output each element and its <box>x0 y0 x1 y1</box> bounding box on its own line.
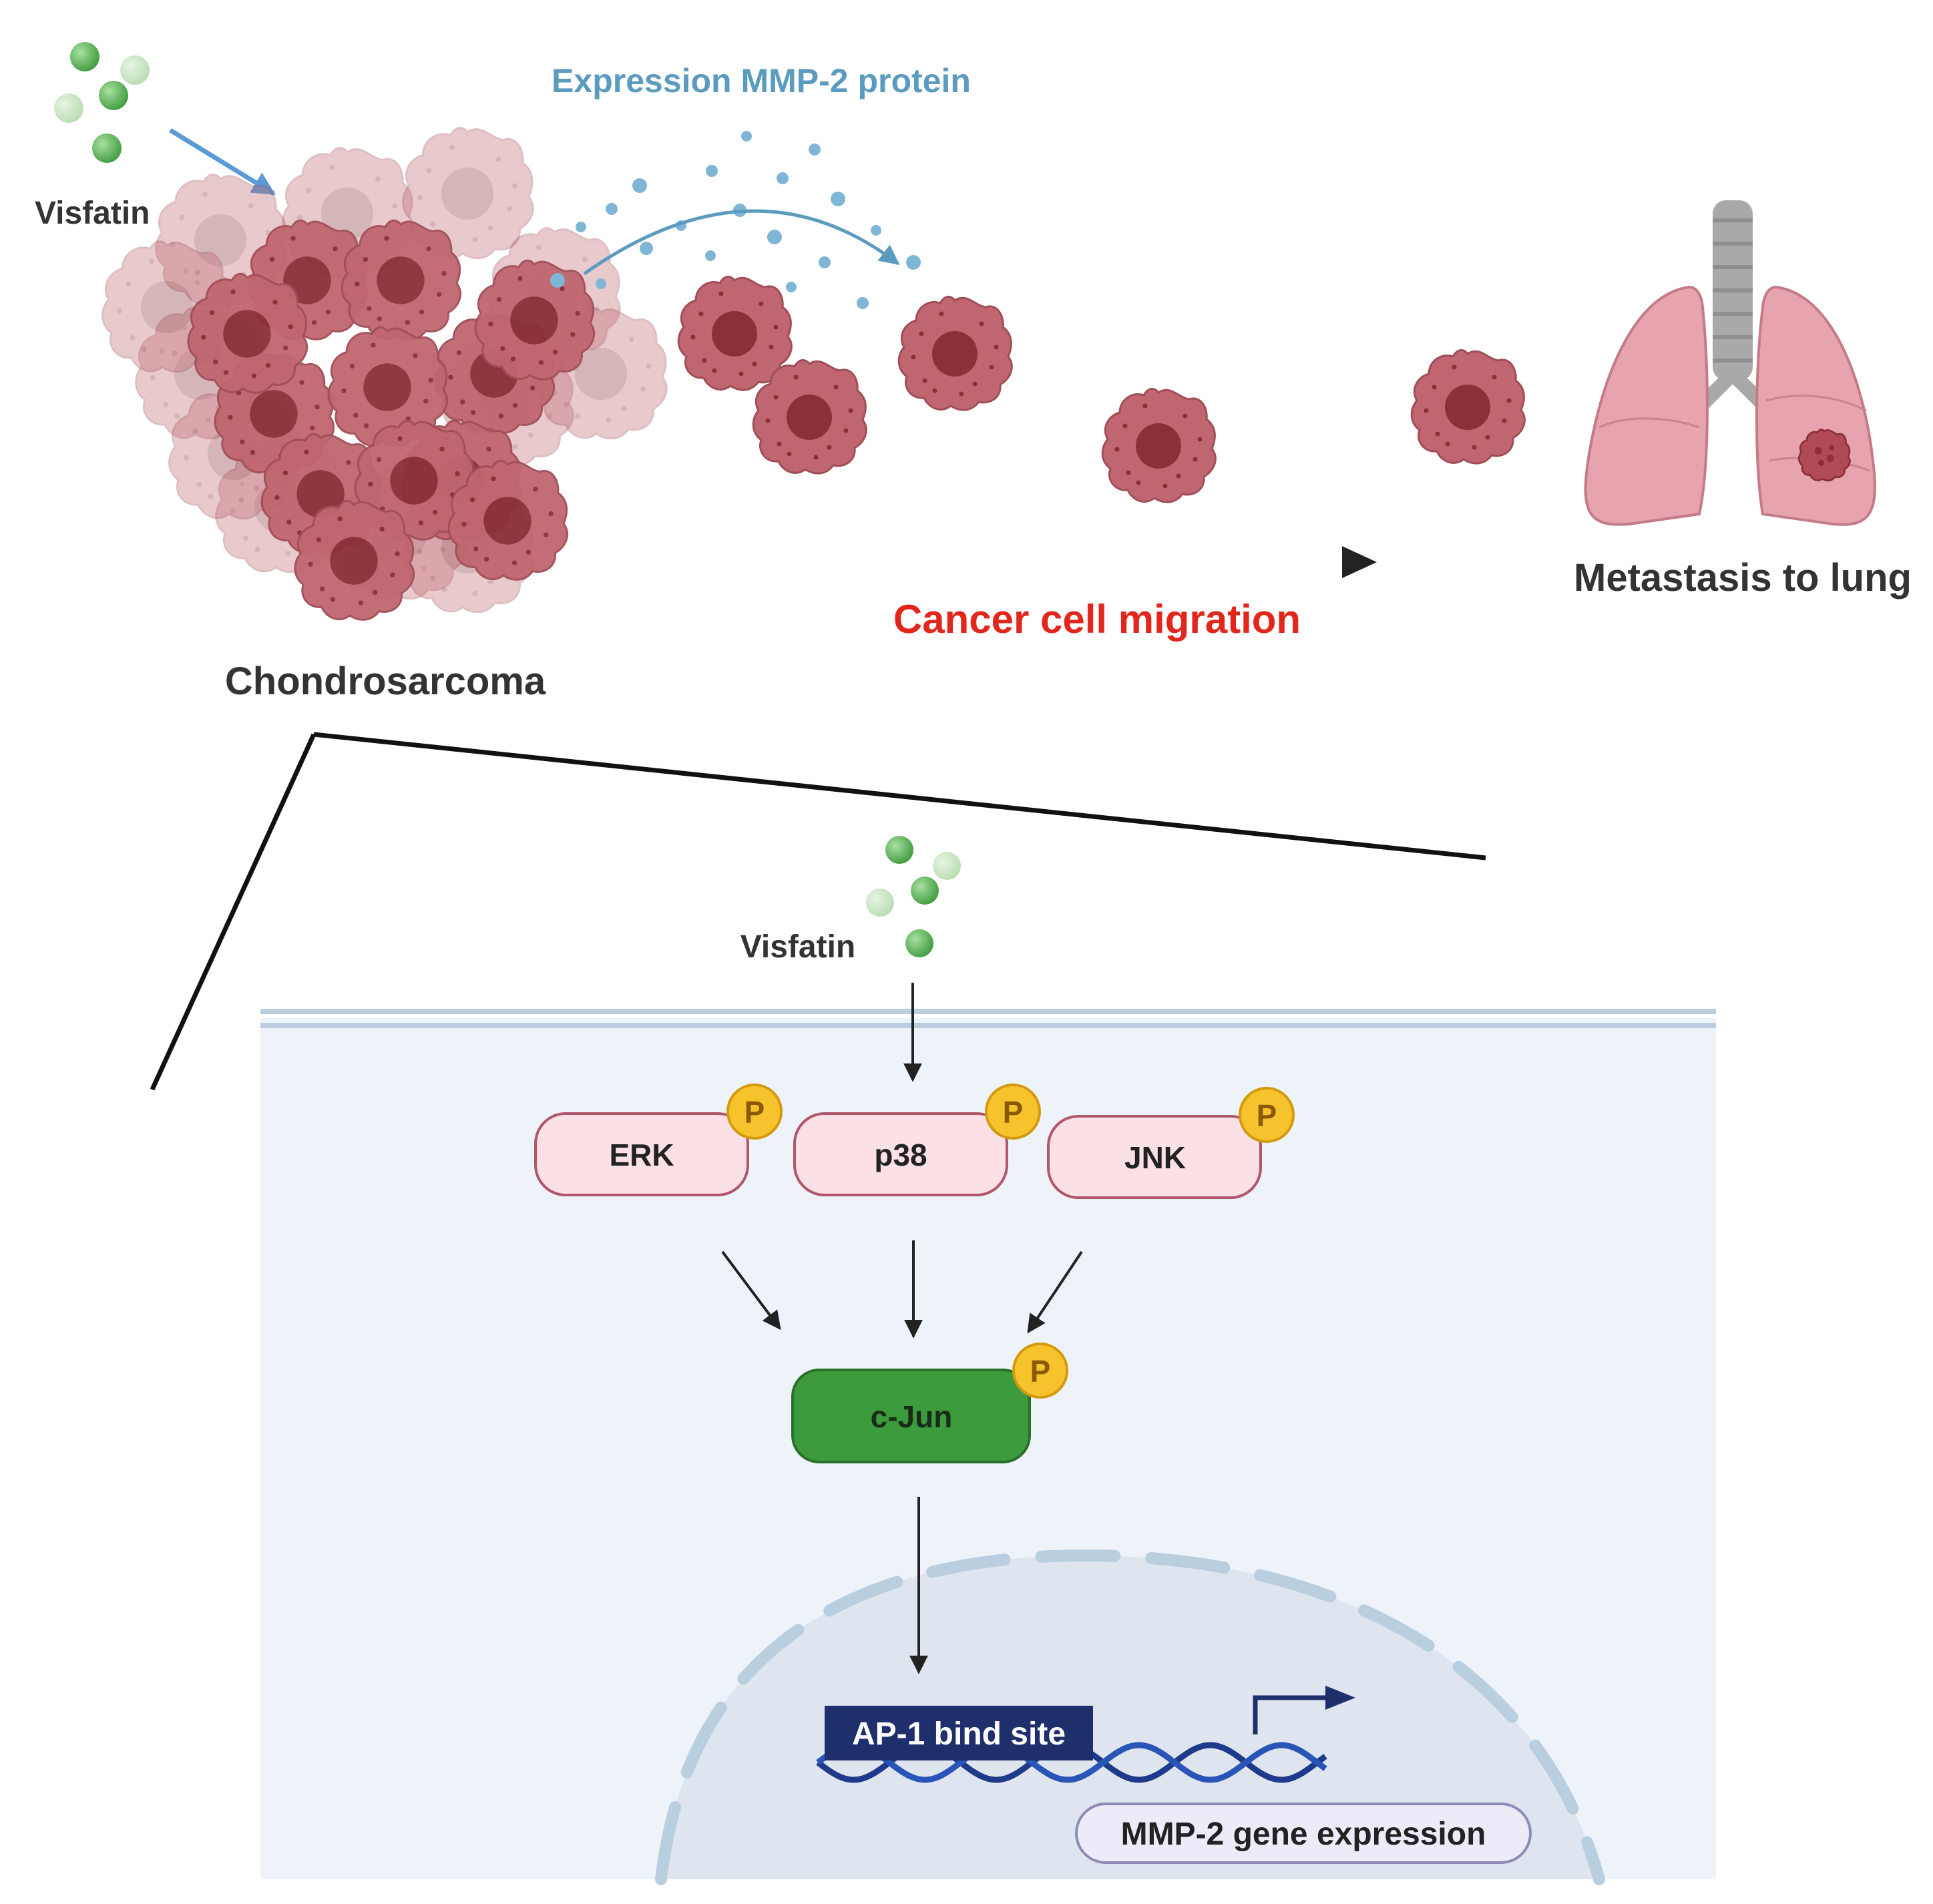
phospho-erk-icon <box>726 1084 783 1140</box>
mmp2-protein-dot <box>705 250 716 261</box>
mmp2-protein-dot <box>819 256 831 268</box>
mmp2-protein-dot <box>809 144 821 156</box>
migrating-cancer-cell <box>677 276 793 391</box>
tumor-cell <box>341 219 462 340</box>
phospho-jnk-icon <box>1239 1087 1295 1143</box>
migrating-cancer-cells <box>677 276 1526 503</box>
lungs-illustration <box>1584 200 1876 526</box>
cell-membrane <box>260 1009 1716 1028</box>
migrating-cancer-cell <box>752 359 867 475</box>
tumor-cell <box>447 459 569 581</box>
chondrosarcoma-tumor <box>101 127 668 621</box>
mmp2-protein-dot <box>576 222 586 232</box>
kinase-p38: p38 P <box>793 1084 1041 1196</box>
mmp2-gene-expression: MMP-2 gene expression <box>1075 1803 1532 1864</box>
mmp2-protein-dot <box>632 178 647 193</box>
phospho-cjun-icon <box>1012 1343 1068 1399</box>
mmp2-protein-dot <box>906 255 921 270</box>
cancer-cell-migration-label: Cancer cell migration <box>893 597 1301 642</box>
mmp2-protein-dot <box>871 225 881 236</box>
migration-arrowhead <box>1342 546 1377 578</box>
phospho-p38-icon <box>985 1084 1041 1140</box>
mmp2-protein-dot <box>640 242 653 255</box>
kinase-to-cjun-arrows <box>721 1240 1083 1339</box>
visfatin-particles-bottom <box>866 836 961 957</box>
migrating-cancer-cell <box>1410 349 1526 465</box>
phospho-label-cjun: P <box>1030 1354 1051 1389</box>
kinase-jnk: JNK P <box>1047 1087 1295 1199</box>
visfatin-label-top: Visfatin <box>35 196 150 231</box>
phospho-label-erk: P <box>744 1095 765 1130</box>
mmp2-protein-dot <box>741 131 752 142</box>
mmp2-protein-dot <box>606 203 618 215</box>
tumor-cell <box>294 499 415 621</box>
mmp2-gene-expression-label: MMP-2 gene expression <box>1121 1817 1486 1852</box>
nuclear-envelope <box>655 1549 1605 1885</box>
kinase-label-jnk: JNK <box>1124 1140 1186 1175</box>
mmp2-protein-dot <box>767 230 782 244</box>
expression-mmp2-protein-label: Expression MMP-2 protein <box>552 62 971 99</box>
kinase-label-p38: p38 <box>874 1138 927 1172</box>
ap1-bind-site: AP-1 bind site <box>825 1706 1093 1760</box>
visfatin-particles-top <box>54 42 150 163</box>
transcription-start-arrow <box>1253 1686 1355 1734</box>
mmp2-protein-dot <box>831 192 845 206</box>
kinase-label-erk: ERK <box>609 1138 674 1172</box>
mmp2-protein-dot <box>857 297 869 309</box>
chondrosarcoma-label: Chondrosarcoma <box>225 660 546 703</box>
mmp2-protein-dot <box>706 165 718 177</box>
tumor-cell <box>474 259 596 381</box>
ap1-bind-site-label: AP-1 bind site <box>852 1716 1066 1752</box>
tumor-cell-faded <box>402 127 534 260</box>
mmp2-protein-dot <box>786 282 797 292</box>
mmp2-protein-dot <box>596 278 606 289</box>
kinase-erk: ERK P <box>534 1084 783 1196</box>
phospho-label-p38: P <box>1003 1095 1024 1130</box>
nucleus <box>661 1556 1599 1879</box>
protein-secretion-arrow <box>583 209 900 276</box>
cjun-label: c-Jun <box>871 1399 953 1434</box>
tumor-cell <box>187 272 308 394</box>
migrating-cancer-cell <box>1101 388 1217 503</box>
visfatin-label-bottom: Visfatin <box>740 929 856 965</box>
phospho-label-jnk: P <box>1257 1098 1277 1133</box>
visfatin-arrow-top <box>169 128 276 196</box>
migrating-cancer-cell <box>897 296 1013 411</box>
dna-strand-b <box>816 1742 1327 1783</box>
metastasis-to-lung-label: Metastasis to lung <box>1574 556 1912 600</box>
mmp2-protein-dot <box>777 172 789 184</box>
cjun-transcription-factor: c-Jun P <box>791 1343 1068 1463</box>
mmp2-protein-dot <box>550 273 565 288</box>
zoom-callout-lines <box>150 732 1486 1091</box>
mmp2-protein-dots <box>550 131 921 309</box>
